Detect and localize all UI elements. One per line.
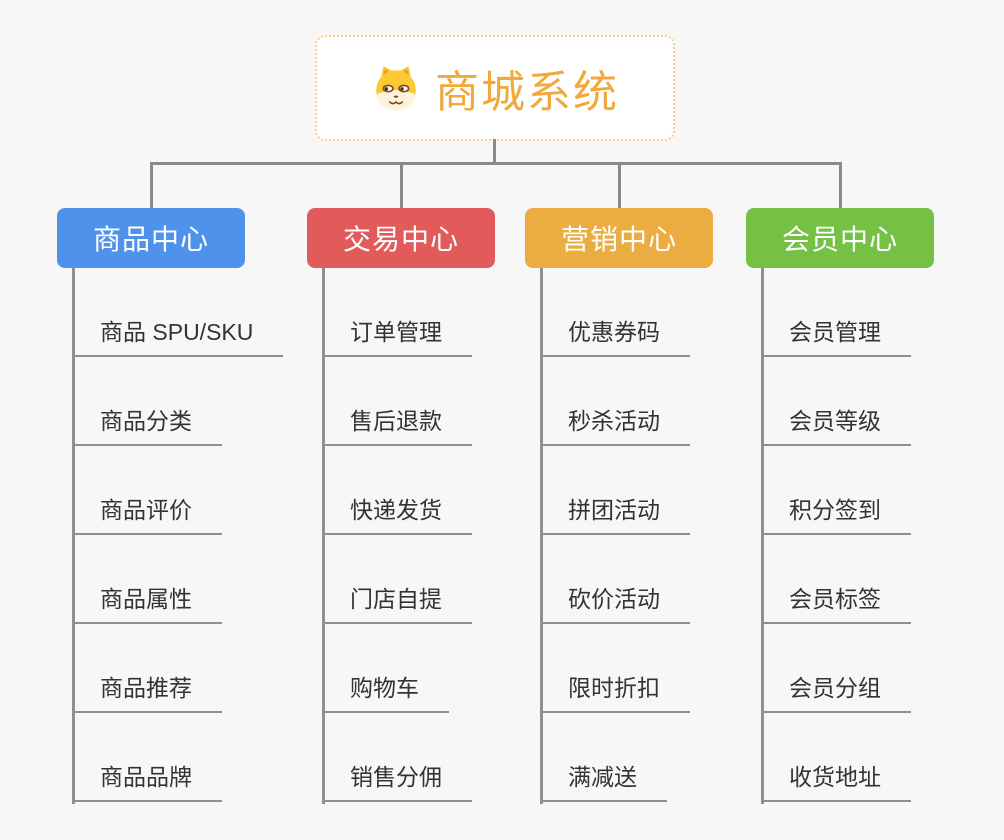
leaf-node[interactable]: 满减送: [540, 713, 690, 802]
leaf-node-label: 购物车: [322, 669, 449, 713]
branch-node-product-center[interactable]: 商品中心: [57, 208, 245, 268]
leaf-column-member-center: 会员管理会员等级积分签到会员标签会员分组收货地址: [761, 268, 911, 804]
leaf-node-label: 会员管理: [761, 313, 911, 357]
leaf-node[interactable]: 购物车: [322, 624, 472, 713]
connector-drop-marketing-center: [617, 162, 621, 208]
leaf-node-label: 会员等级: [761, 402, 911, 446]
leaf-column-trade-center: 订单管理售后退款快递发货门店自提购物车销售分佣: [322, 268, 472, 804]
leaf-node[interactable]: 会员等级: [761, 357, 911, 446]
leaf-node-label: 会员标签: [761, 580, 911, 624]
leaf-node[interactable]: 限时折扣: [540, 624, 690, 713]
leaf-node-label: 快递发货: [322, 491, 472, 535]
leaf-node[interactable]: 拼团活动: [540, 446, 690, 535]
leaf-node-label: 满减送: [540, 758, 667, 802]
connector-drop-trade-center: [399, 162, 403, 208]
leaf-node-label: 收货地址: [761, 758, 911, 802]
leaf-node[interactable]: 商品评价: [72, 446, 283, 535]
leaf-node[interactable]: 会员分组: [761, 624, 911, 713]
connector-trunk: [322, 268, 325, 804]
branch-node-label: 会员中心: [781, 224, 898, 255]
leaf-node[interactable]: 商品 SPU/SKU: [72, 268, 284, 357]
leaf-node[interactable]: 会员标签: [761, 535, 911, 624]
leaf-node[interactable]: 商品推荐: [72, 624, 283, 713]
branch-node-trade-center[interactable]: 交易中心: [307, 208, 495, 268]
leaf-node-label: 优惠券码: [540, 313, 690, 357]
leaf-node-label: 商品 SPU/SKU: [72, 313, 284, 357]
leaf-node[interactable]: 优惠券码: [540, 268, 690, 357]
leaf-node-label: 商品属性: [72, 580, 222, 624]
connector-trunk: [72, 268, 75, 804]
leaf-node-label: 售后退款: [322, 402, 472, 446]
leaf-node[interactable]: 销售分佣: [322, 713, 472, 802]
root-node-label: 商城系统: [435, 68, 619, 117]
connector-root-stem: [493, 139, 496, 165]
branch-node-label: 营销中心: [560, 224, 677, 255]
leaf-node-label: 积分签到: [761, 491, 911, 535]
leaf-node-label: 商品分类: [72, 402, 222, 446]
connector-trunk: [540, 268, 543, 804]
root-node[interactable]: 商城系统: [315, 35, 675, 141]
leaf-node-label: 商品品牌: [72, 758, 222, 802]
branch-node-label: 商品中心: [92, 224, 209, 255]
leaf-node[interactable]: 积分签到: [761, 446, 911, 535]
leaf-node-label: 销售分佣: [322, 758, 472, 802]
leaf-node-label: 限时折扣: [540, 669, 690, 713]
leaf-node[interactable]: 门店自提: [322, 535, 472, 624]
leaf-node-label: 门店自提: [322, 580, 472, 624]
leaf-node-label: 拼团活动: [540, 491, 690, 535]
connector-drop-product-center: [149, 162, 153, 208]
branch-node-member-center[interactable]: 会员中心: [746, 208, 934, 268]
leaf-node[interactable]: 商品属性: [72, 535, 283, 624]
leaf-node-label: 秒杀活动: [540, 402, 690, 446]
connector-drop-member-center: [838, 162, 842, 208]
branch-node-marketing-center[interactable]: 营销中心: [525, 208, 713, 268]
leaf-node-label: 会员分组: [761, 669, 911, 713]
leaf-node-label: 订单管理: [322, 313, 472, 357]
leaf-node[interactable]: 秒杀活动: [540, 357, 690, 446]
leaf-column-product-center: 商品 SPU/SKU 商品分类商品评价商品属性商品推荐商品品牌: [72, 268, 284, 804]
leaf-node[interactable]: 订单管理: [322, 268, 472, 357]
leaf-column-marketing-center: 优惠券码秒杀活动拼团活动砍价活动限时折扣满减送: [540, 268, 690, 804]
leaf-node[interactable]: 商品分类: [72, 357, 283, 446]
connector-trunk: [761, 268, 764, 804]
leaf-node[interactable]: 商品品牌: [72, 713, 283, 802]
leaf-node[interactable]: 砍价活动: [540, 535, 690, 624]
connector-bus: [149, 162, 842, 165]
leaf-node-label: 砍价活动: [540, 580, 690, 624]
shiba-dog-icon: [376, 66, 416, 110]
leaf-node-label: 商品推荐: [72, 669, 222, 713]
leaf-node[interactable]: 会员管理: [761, 268, 911, 357]
leaf-node[interactable]: 快递发货: [322, 446, 472, 535]
leaf-node[interactable]: 售后退款: [322, 357, 472, 446]
leaf-node[interactable]: 收货地址: [761, 713, 911, 802]
leaf-node-label: 商品评价: [72, 491, 222, 535]
branch-node-label: 交易中心: [342, 224, 459, 255]
